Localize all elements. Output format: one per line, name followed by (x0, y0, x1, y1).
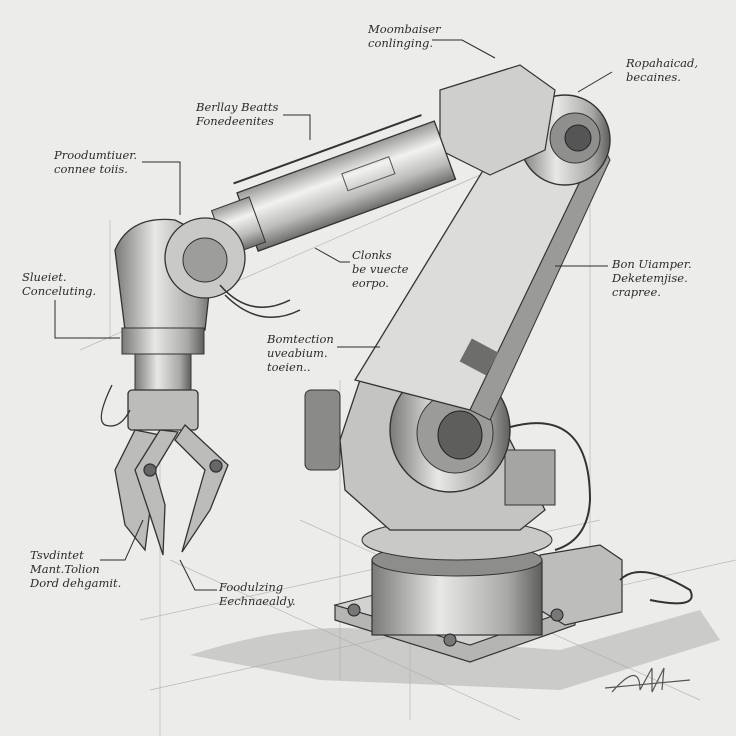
annotation-line: becaines. (626, 70, 681, 84)
annotation-line: Ropahaicad, (626, 56, 699, 70)
annotation-line: Deketemjise. (612, 271, 688, 285)
annotation-line: Proodumtiuer. (54, 148, 138, 162)
annotation-line: Tsvdintet (30, 548, 84, 562)
annotation-line: Mant.Tolion (30, 562, 100, 576)
annotation-lower-arm: Bon Uiamper.Deketemjise.crapree. (612, 257, 692, 299)
annotation-line: be vuecte (352, 262, 409, 276)
annotation-line: crapree. (612, 285, 661, 299)
annotation-wrist-rotation: Slueiet.Conceluting. (22, 270, 96, 298)
annotation-elbow-joint: Ropahaicad,becaines. (626, 56, 698, 84)
annotation-line: Moombaiser (368, 22, 441, 36)
leader-lines (54, 39, 613, 591)
annotation-wrist-connector: Proodumtiuer.connee toiis. (54, 148, 137, 176)
annotation-line: Bon Uiamper. (612, 257, 692, 271)
annotation-line: Berllay Beatts (196, 100, 279, 114)
gripper (100, 384, 229, 556)
annotation-line: uveabium. (267, 346, 328, 360)
annotation-line: Conceluting. (22, 284, 97, 298)
annotation-line: Clonks (352, 248, 392, 262)
upper-arm (210, 114, 457, 257)
annotation-line: Fonedeenites (196, 114, 274, 128)
annotation-line: Eechnaealdy. (219, 594, 296, 608)
annotation-line: Slueiet. (22, 270, 67, 284)
signature (604, 667, 691, 693)
annotation-line: eorpo. (352, 276, 389, 290)
annotation-line: Dord dehgamit. (30, 576, 122, 590)
annotation-line: Foodulzing (219, 580, 284, 594)
annotation-line: conlinging. (368, 36, 433, 50)
annotation-line: connee toiis. (54, 162, 128, 176)
annotation-line: toeien.. (267, 360, 311, 374)
annotation-line: Bomtection (267, 332, 334, 346)
